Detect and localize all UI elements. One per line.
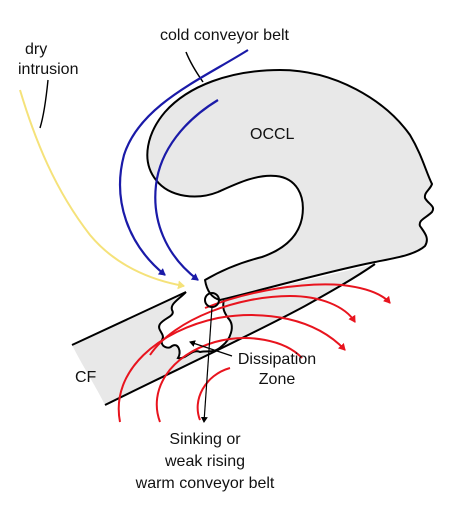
- dissipation-zone-label-line1: Dissipation: [237, 351, 317, 368]
- dry-intrusion-leader-line: [39, 79, 49, 129]
- cold-conveyor-belt-arrow-2: [154, 99, 219, 281]
- warm-conveyor-belt-arrow-5: [196, 367, 231, 421]
- sinking-label-line1: Sinking or: [169, 431, 241, 448]
- sinking-label-line2: weak rising: [164, 453, 246, 470]
- lower-band-edge-line: [104, 263, 376, 406]
- warm-conveyor-belt-arrow-1: [204, 283, 391, 309]
- cold-conveyor-belt-arrow-1: [119, 49, 249, 276]
- ccb-leader-line: [185, 51, 204, 83]
- dissipation-edge-line: [158, 291, 233, 360]
- warm-conveyor-belt-arrow-4: [155, 337, 303, 423]
- cloud-head-shape: [146, 69, 435, 301]
- cold-conveyor-belt-label: cold conveyor belt: [160, 27, 289, 44]
- dry-intrusion-label-line2: intrusion: [18, 61, 79, 78]
- dissipation-zone-label-line2: Zone: [258, 371, 296, 388]
- warm-conveyor-belt-arrow-2: [149, 294, 356, 356]
- occl-label: OCCL: [250, 126, 295, 143]
- dissipation-zone-leader-line: [189, 340, 233, 357]
- cf-label: CF: [75, 369, 97, 386]
- cold-front-band-shape: [72, 264, 375, 405]
- warm-conveyor-belt-arrow-3: [117, 314, 346, 423]
- cold-front-line: [71, 291, 187, 346]
- dry-intrusion-label-line1: dry: [25, 41, 48, 58]
- sinking-leader-line: [200, 306, 213, 423]
- sinking-label-line3: warm conveyor belt: [135, 475, 275, 492]
- dry-intrusion-arrow: [19, 89, 185, 290]
